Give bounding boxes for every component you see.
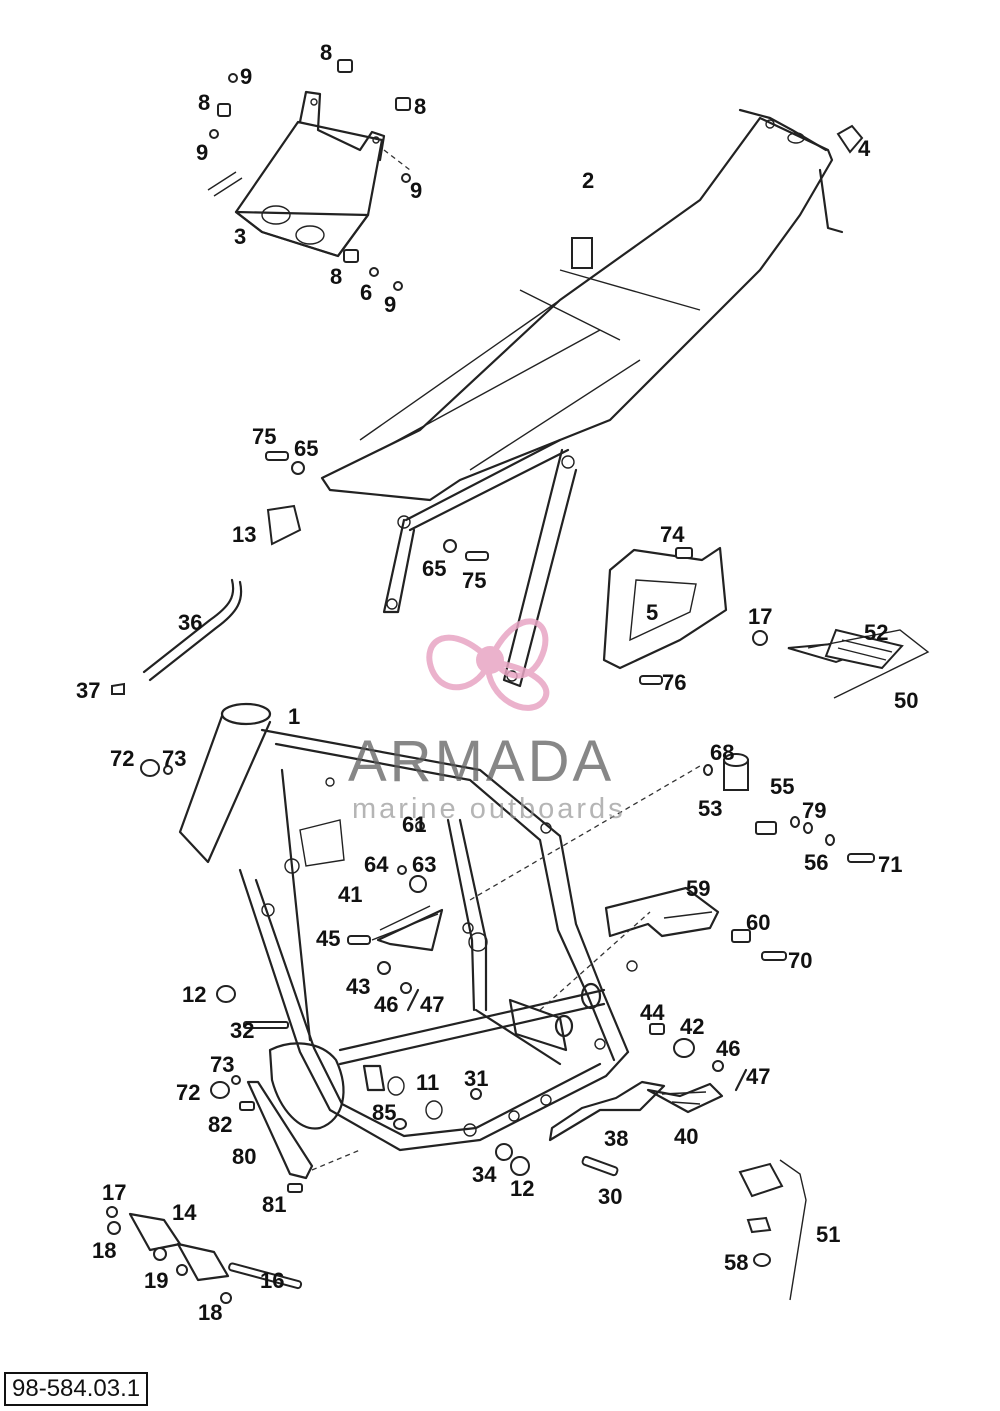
label-36: 36: [178, 610, 202, 635]
label-73-b: 73: [210, 1052, 234, 1077]
label-85: 85: [372, 1100, 396, 1125]
reference-code: 98-584.03.1: [4, 1372, 149, 1406]
label-9-d: 9: [384, 292, 396, 317]
label-64: 64: [364, 852, 389, 877]
label-42: 42: [680, 1014, 704, 1039]
label-41: 41: [338, 882, 362, 907]
subframe-drawing: [320, 108, 844, 688]
label-72-a: 72: [110, 746, 134, 771]
watermark-logo: [426, 618, 550, 711]
label-75-b: 75: [462, 568, 486, 593]
label-14: 14: [172, 1200, 197, 1225]
label-46-b: 46: [716, 1036, 740, 1061]
label-31: 31: [464, 1066, 488, 1091]
label-16: 16: [260, 1268, 284, 1293]
part-labels: 1 2 3 4 5 6 8 8 8 8 9 9 9 9 11 12 12 13 …: [76, 40, 918, 1325]
label-60: 60: [746, 910, 770, 935]
label-51: 51: [816, 1222, 840, 1247]
kickstand-rubber-parts: [738, 1159, 807, 1301]
label-34: 34: [472, 1162, 497, 1187]
label-70: 70: [788, 948, 812, 973]
label-79: 79: [802, 798, 826, 823]
label-73-a: 73: [162, 746, 186, 771]
label-12-a: 12: [182, 982, 206, 1007]
rear-bumper-part: [836, 124, 864, 154]
label-18-a: 18: [92, 1238, 116, 1263]
label-55: 55: [770, 774, 794, 799]
main-frame-drawing: [178, 702, 638, 1152]
label-74: 74: [660, 522, 685, 547]
label-50: 50: [894, 688, 918, 713]
label-9-c: 9: [410, 178, 422, 203]
label-4: 4: [858, 136, 871, 161]
skid-plate-drawing: [207, 90, 411, 258]
label-17-a: 17: [748, 604, 772, 629]
label-9-a: 9: [240, 64, 252, 89]
label-40: 40: [674, 1124, 698, 1149]
label-5: 5: [646, 600, 658, 625]
label-52: 52: [864, 620, 888, 645]
label-47-a: 47: [420, 992, 444, 1017]
label-61: 61: [402, 812, 426, 837]
label-58: 58: [724, 1250, 748, 1275]
mount-bracket-parts: [265, 451, 489, 561]
skid-plate-fasteners: [209, 59, 411, 291]
watermark-tagline: marine outboards: [352, 793, 626, 825]
frame-small-parts: [140, 759, 444, 1193]
breather-hose: [111, 578, 243, 695]
label-65-b: 65: [422, 556, 446, 581]
label-43: 43: [346, 974, 370, 999]
label-59: 59: [686, 876, 710, 901]
label-38: 38: [604, 1126, 628, 1151]
label-47-b: 47: [746, 1064, 770, 1089]
label-72-b: 72: [176, 1080, 200, 1105]
label-82: 82: [208, 1112, 232, 1137]
label-1: 1: [288, 704, 300, 729]
label-45: 45: [316, 926, 340, 951]
label-17-b: 17: [102, 1180, 126, 1205]
label-8-b: 8: [198, 90, 210, 115]
label-12-b: 12: [510, 1176, 534, 1201]
side-stand-parts: [106, 1206, 303, 1304]
label-13: 13: [232, 522, 256, 547]
label-2: 2: [582, 168, 594, 193]
label-3: 3: [234, 224, 246, 249]
label-65-a: 65: [294, 436, 318, 461]
footpeg-assembly: [752, 628, 930, 699]
label-53: 53: [698, 796, 722, 821]
label-76: 76: [662, 670, 686, 695]
label-19: 19: [144, 1268, 168, 1293]
label-8-a: 8: [320, 40, 332, 65]
label-46-a: 46: [374, 992, 398, 1017]
label-11: 11: [416, 1070, 439, 1095]
right-mount-parts: [469, 753, 875, 901]
label-8-c: 8: [414, 94, 426, 119]
label-68: 68: [710, 740, 734, 765]
label-6: 6: [360, 280, 372, 305]
label-8-d: 8: [330, 264, 342, 289]
label-30: 30: [598, 1184, 622, 1209]
label-80: 80: [232, 1144, 256, 1169]
label-63: 63: [412, 852, 436, 877]
label-75-a: 75: [252, 424, 276, 449]
rear-footpeg-parts: [470, 1080, 724, 1177]
label-71: 71: [878, 852, 902, 877]
brake-pedal-parts: [539, 886, 787, 1011]
label-44: 44: [640, 1000, 665, 1025]
label-32: 32: [230, 1018, 254, 1043]
label-37: 37: [76, 678, 100, 703]
label-18-b: 18: [198, 1300, 222, 1325]
label-56: 56: [804, 850, 828, 875]
pivot-parts: [406, 988, 748, 1092]
label-81: 81: [262, 1192, 286, 1217]
label-9-b: 9: [196, 140, 208, 165]
footrest-bracket: [602, 546, 728, 685]
watermark-brand: ARMADA: [348, 729, 615, 794]
